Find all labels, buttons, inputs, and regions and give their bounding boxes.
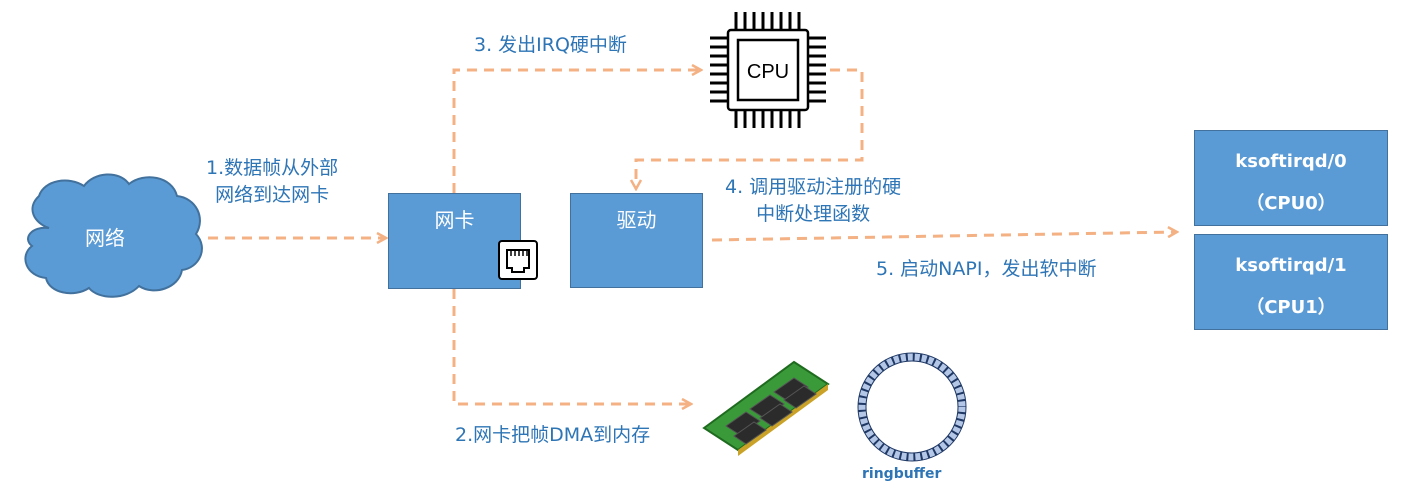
cpu-chip-icon: CPU [710,12,826,128]
arrow-driver-to-ksoftirqd [711,232,1176,242]
ethernet-port-icon [498,240,538,280]
step4-line1: 4. 调用驱动注册的硬 [725,176,902,198]
ringbuffer-caption: ringbuffer [862,466,942,482]
step4-line2: 中断处理函数 [756,203,871,225]
step2-note: 2.网卡把帧DMA到内存 [455,424,651,446]
ksoftirqd0-box: ksoftirqd/0 （CPU0） [1194,130,1388,226]
arrow-nic-to-cpu [452,70,700,193]
step1-line2: 网络到达网卡 [215,184,330,206]
driver-box: 驱动 [570,193,703,288]
nic-label: 网卡 [434,208,475,232]
driver-label: 驱动 [616,208,657,232]
ksoftirqd0-name: ksoftirqd/0 [1235,151,1347,172]
ksoftirqd1-cpu: （CPU1） [1246,297,1336,318]
step3-note: 3. 发出IRQ硬中断 [474,34,627,56]
step5-note: 5. 启动NAPI，发出软中断 [876,258,1097,280]
step1-note: 1.数据帧从外部 网络到达网卡 [206,155,338,209]
arrow-cpu-to-driver [636,68,864,188]
cpu-chip-label: CPU [747,61,789,83]
arrow-nic-to-memory [452,289,690,404]
step1-line1: 1.数据帧从外部 [206,157,339,179]
ram-module-icon [702,360,830,456]
ringbuffer-icon [857,352,967,462]
ksoftirqd1-box: ksoftirqd/1 （CPU1） [1194,234,1388,330]
cloud-shape [24,173,203,298]
ksoftirqd1-name: ksoftirqd/1 [1235,255,1347,276]
network-label: 网络 [85,226,125,250]
ksoftirqd0-cpu: （CPU0） [1246,193,1336,214]
step4-note: 4. 调用驱动注册的硬 中断处理函数 [725,174,901,228]
